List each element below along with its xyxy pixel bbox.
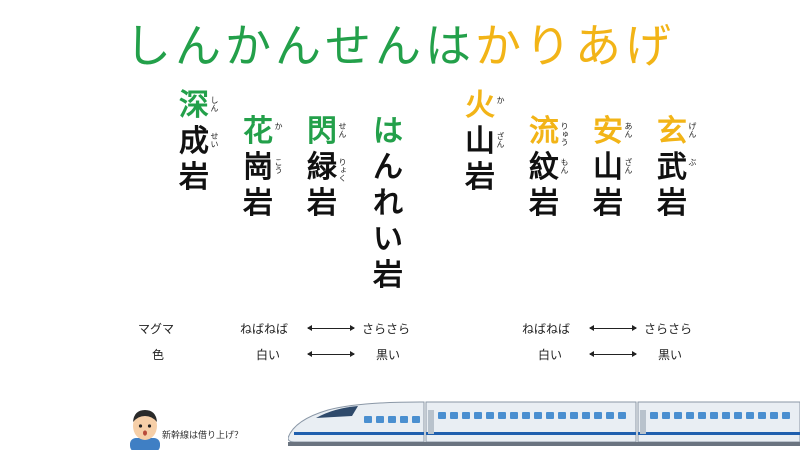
rock-char-text: れ <box>373 186 403 221</box>
rock-char-text: 花 <box>243 114 273 149</box>
rock-char-text: 崗 <box>243 150 273 185</box>
rock-char: 流りゅう <box>526 114 569 150</box>
rock-char: ん <box>370 150 406 186</box>
rock-char-text: 深 <box>179 88 209 123</box>
right-magma-arrow <box>589 325 637 331</box>
rock-char: 成せい <box>176 124 219 160</box>
left-color-black: 黒い <box>376 348 401 362</box>
rock-char-text: 岩 <box>243 186 273 221</box>
rock-char: 山ざん <box>590 150 633 186</box>
ruby-reading: せい <box>210 132 219 148</box>
rock-char: 岩 <box>370 258 406 294</box>
ruby-reading: りょく <box>338 158 347 182</box>
ruby-reading: せん <box>338 122 347 138</box>
rock-column-kakou: 花か崗こう岩 <box>240 114 283 222</box>
rock-char: 崗こう <box>240 150 283 186</box>
rock-char: 深しん <box>176 88 219 124</box>
rock-column-senryoku: 閃せん緑りょく岩 <box>304 114 347 222</box>
rock-char-text: 岩 <box>373 258 403 293</box>
rock-char-text: 山 <box>593 150 623 185</box>
ruby-reading: か <box>496 96 505 104</box>
ruby-reading: あん <box>624 122 633 138</box>
rock-char: 閃せん <box>304 114 347 150</box>
rock-column-kazan: 火か山ざん岩 <box>462 88 505 196</box>
rock-char: い <box>370 222 406 258</box>
rock-char-text: 岩 <box>529 186 559 221</box>
rock-char: 岩 <box>176 160 212 196</box>
rock-char-text: 岩 <box>657 186 687 221</box>
rock-char-text: 岩 <box>465 160 495 195</box>
left-color-white: 白い <box>256 348 281 362</box>
right-color-black: 黒い <box>658 348 683 362</box>
rock-char-text: 火 <box>465 88 495 123</box>
rock-char-text: 玄 <box>657 114 687 149</box>
ruby-reading: ぶ <box>688 158 697 166</box>
rock-char: 岩 <box>240 186 276 222</box>
rock-char-text: 安 <box>593 114 623 149</box>
rock-column-genbu: 玄げん武ぶ岩 <box>654 114 697 222</box>
rock-column-shinsei: 深しん成せい岩 <box>176 88 219 196</box>
color-label: 色 <box>152 348 165 362</box>
left-magma-viscous: ねばねば <box>240 322 289 336</box>
rock-char-text: 紋 <box>529 150 559 185</box>
rock-char-text: 流 <box>529 114 559 149</box>
rock-char: 緑りょく <box>304 150 347 186</box>
rock-char-text: 岩 <box>593 186 623 221</box>
rock-column-hanrei: はんれい岩 <box>370 114 406 294</box>
rock-char-text: 緑 <box>307 150 337 185</box>
ruby-reading: げん <box>688 122 697 138</box>
rock-char: 岩 <box>654 186 690 222</box>
rock-char: れ <box>370 186 406 222</box>
magma-label: マグマ <box>138 322 175 336</box>
rock-column-ryumon: 流りゅう紋もん岩 <box>526 114 569 222</box>
right-magma-runny: さらさら <box>644 322 693 336</box>
ruby-reading: もん <box>560 158 569 174</box>
rock-char-text: 成 <box>179 124 209 159</box>
rock-char-text: い <box>373 222 403 257</box>
ruby-reading: か <box>274 122 283 130</box>
rock-column-anzan: 安あん山ざん岩 <box>590 114 633 222</box>
rock-char-text: 岩 <box>179 160 209 195</box>
right-magma-viscous: ねばねば <box>522 322 571 336</box>
rock-char-text: 武 <box>657 150 687 185</box>
rock-char-text: は <box>373 114 403 149</box>
rock-char: 岩 <box>526 186 562 222</box>
left-color-arrow <box>307 351 355 357</box>
title-part-yellow: かりあげ <box>475 19 675 73</box>
title-part-green: しんかんせんは <box>125 19 475 73</box>
rock-char: 山ざん <box>462 124 505 160</box>
rock-char: は <box>370 114 406 150</box>
rock-char: 岩 <box>304 186 340 222</box>
rock-char: 岩 <box>462 160 498 196</box>
rock-char-text: 閃 <box>307 114 337 149</box>
ruby-reading: ざん <box>496 132 505 148</box>
rock-char: 岩 <box>590 186 626 222</box>
ruby-reading: こう <box>274 158 283 174</box>
shinkansen-train-illustration <box>288 401 800 446</box>
left-magma-arrow <box>307 325 355 331</box>
rock-char-text: ん <box>373 150 403 185</box>
ruby-reading: りゅう <box>560 122 569 146</box>
rock-char: 玄げん <box>654 114 697 150</box>
rock-char: 武ぶ <box>654 150 697 186</box>
ruby-reading: しん <box>210 96 219 112</box>
rock-char-text: 山 <box>465 124 495 159</box>
left-magma-runny: さらさら <box>362 322 411 336</box>
person-illustration <box>130 410 160 450</box>
rock-char: 紋もん <box>526 150 569 186</box>
rock-char: 安あん <box>590 114 633 150</box>
page-title: しんかんせんはかりあげ <box>0 10 800 76</box>
ruby-reading: ざん <box>624 158 633 174</box>
right-color-arrow <box>589 351 637 357</box>
right-color-white: 白い <box>538 348 563 362</box>
rock-char: 火か <box>462 88 505 124</box>
rock-char: 花か <box>240 114 283 150</box>
rock-char-text: 岩 <box>307 186 337 221</box>
speech-text: 新幹線は借り上げ？ <box>162 431 244 441</box>
